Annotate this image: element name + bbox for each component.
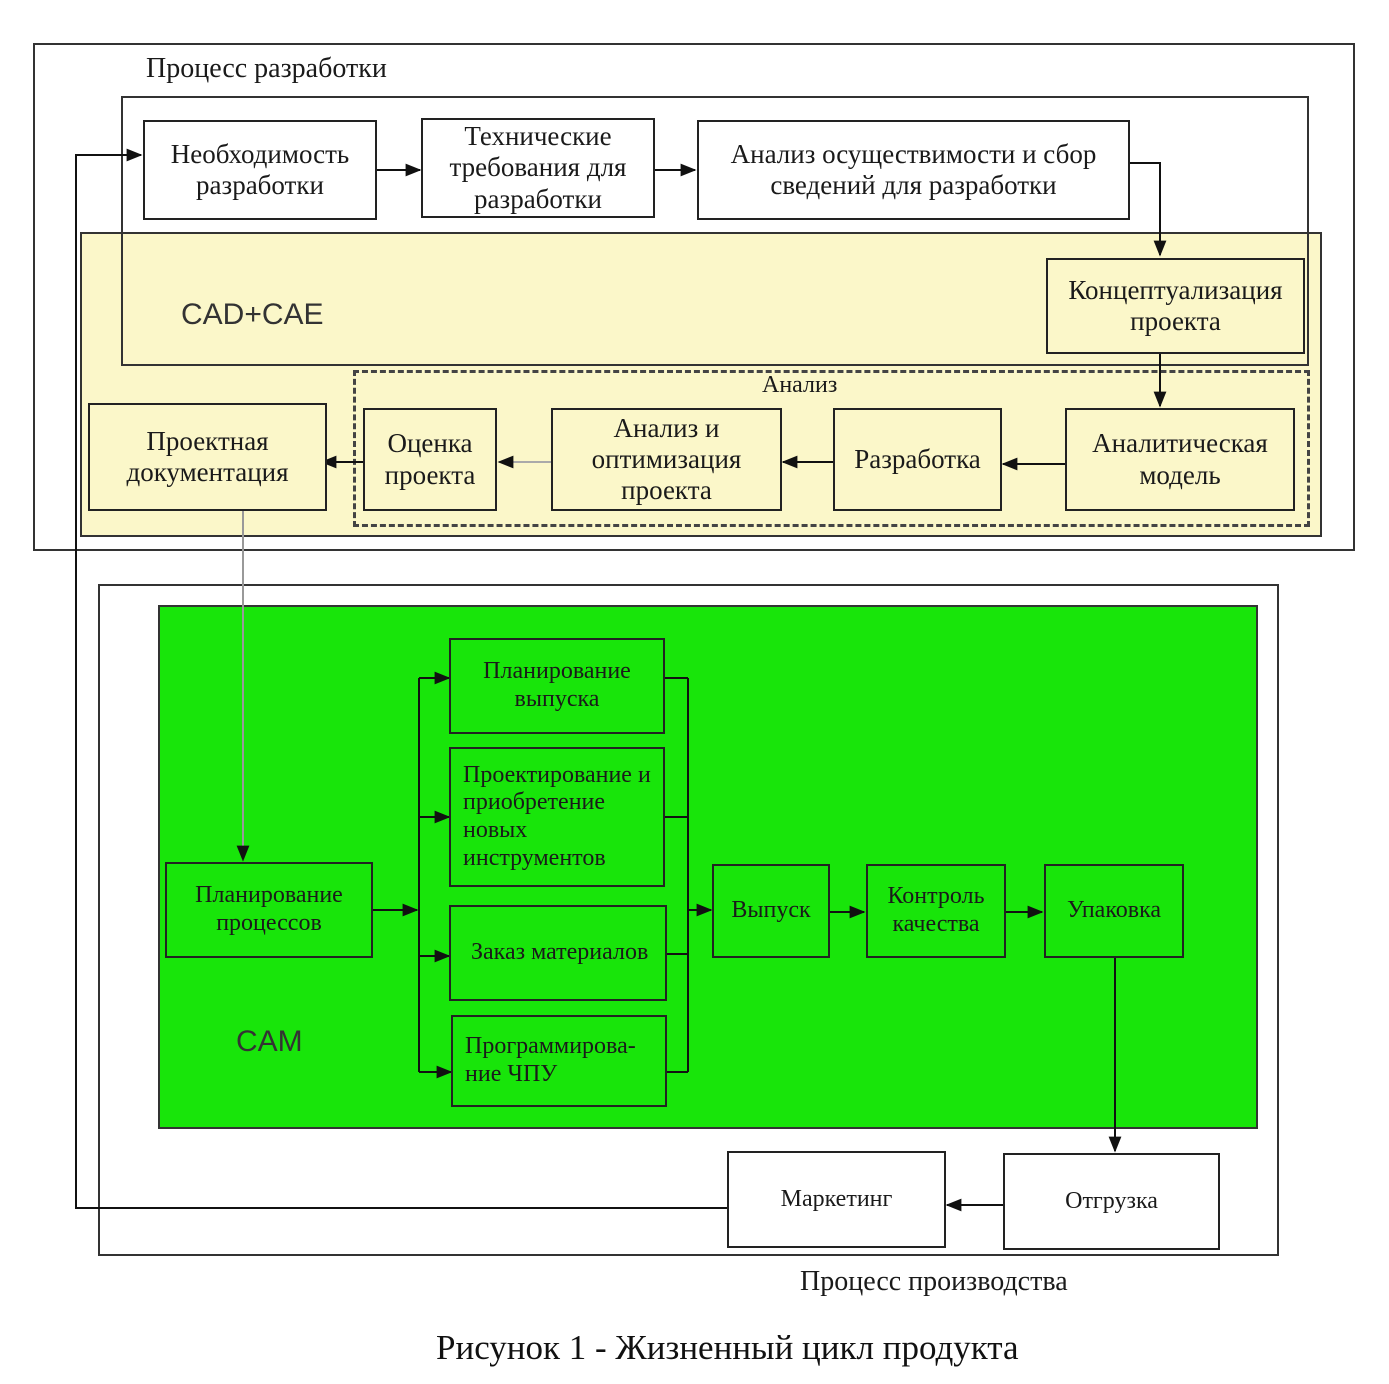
- node-tooling: Проектирование и приобретение новых инст…: [449, 747, 665, 887]
- arrow-marketing-need: [75, 148, 727, 1209]
- node-production: Выпуск: [712, 864, 830, 958]
- node-shipping: Отгрузка: [1003, 1153, 1220, 1250]
- node-packaging: Упаковка: [1044, 864, 1184, 958]
- node-marketing: Маркетинг: [727, 1151, 946, 1248]
- node-design: Разработка: [833, 408, 1002, 511]
- node-concept: Концептуализация проекта: [1046, 258, 1305, 354]
- node-cnc: Программирова-ние ЧПУ: [451, 1015, 667, 1107]
- node-process-planning: Планирование процессов: [165, 862, 373, 958]
- development-inner-frame-overlay: [121, 96, 1309, 366]
- node-documentation: Проектная документация: [88, 403, 327, 511]
- analysis-group-label: Анализ: [762, 372, 838, 398]
- node-analytic-model: Аналитическая модель: [1065, 408, 1295, 511]
- node-optimization: Анализ и оптимизация проекта: [551, 408, 782, 511]
- arrow-feasibility-concept: [1130, 162, 1167, 257]
- node-quality: Контроль качества: [866, 864, 1006, 958]
- node-need: Необходимость разработки: [143, 120, 377, 220]
- production-process-label: Процесс производства: [800, 1266, 1068, 1297]
- cad-cae-label: CAD+CAE: [181, 298, 324, 331]
- development-process-label: Процесс разработки: [146, 53, 387, 84]
- analysis-group: [353, 370, 1310, 527]
- figure-caption: Рисунок 1 - Жизненный цикл продукта: [436, 1328, 1019, 1367]
- node-requirements: Технические требования для разработки: [421, 118, 655, 218]
- node-evaluation: Оценка проекта: [363, 408, 497, 511]
- node-materials: Заказ материалов: [449, 905, 667, 1001]
- production-process-frame: [98, 584, 1279, 1256]
- node-feasibility: Анализ осуществимости и сбор сведений дл…: [697, 120, 1130, 220]
- cam-label: CAM: [236, 1025, 303, 1058]
- development-process-frame: [33, 43, 1355, 551]
- node-release-planning: Планирование выпуска: [449, 638, 665, 734]
